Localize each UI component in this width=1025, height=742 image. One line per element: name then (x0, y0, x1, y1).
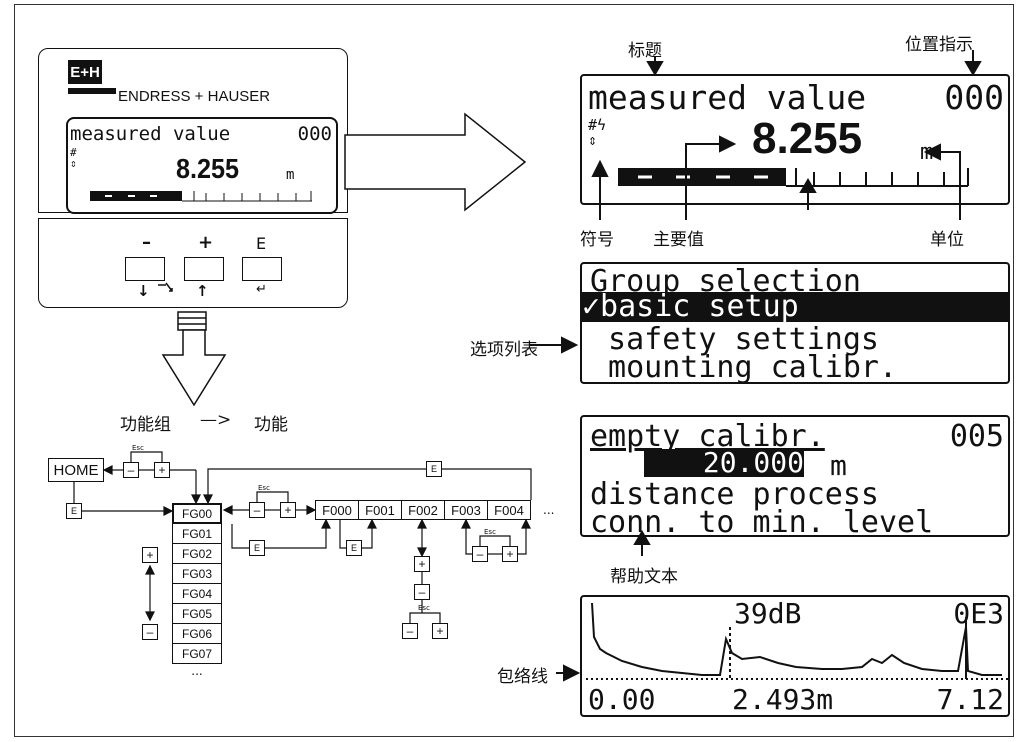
val-plus-key[interactable]: + (414, 556, 430, 572)
label-main-value: 主要值 (653, 230, 704, 250)
home-symbols: #ϟ ⇕ (588, 116, 607, 149)
group-item[interactable]: FG05 (172, 603, 222, 624)
minus-key[interactable] (125, 257, 165, 281)
fg-esc-label: Esc (258, 484, 270, 492)
home-plus-key[interactable]: + (154, 462, 170, 478)
home-minus-key[interactable]: – (123, 462, 139, 478)
env-db: 39dB (734, 597, 802, 630)
env-x-end: 7.12 (936, 683, 1004, 716)
key-plus-label: + (198, 232, 214, 253)
label-help-text: 帮助文本 (610, 567, 678, 587)
group-list: FG00 FG01 FG02 FG03 FG04 FG05 FG06 FG07 … (172, 503, 222, 678)
label-function: 功能 (254, 415, 288, 435)
figure-frame (14, 4, 1014, 737)
func-value: 20.000 (644, 449, 804, 477)
function-item[interactable]: F004 (487, 500, 531, 520)
group-item[interactable]: FG01 (172, 523, 222, 544)
group-item[interactable]: FG02 (172, 543, 222, 564)
brand-name: ENDRESS + HAUSER (118, 88, 271, 105)
env-x-mid: 2.493m (732, 683, 834, 716)
plus-key[interactable] (184, 257, 224, 281)
f-e-key[interactable]: E (346, 540, 362, 556)
brand-logo: E+H (68, 60, 102, 84)
function-screen: empty calibr. 005 20.000 m distance proc… (580, 415, 1010, 537)
fg-minus-key[interactable]: – (249, 502, 265, 518)
label-symbol: 符号 (580, 230, 614, 250)
device-lcd-position: 000 (297, 123, 332, 145)
device-lcd-bargraph (90, 191, 312, 202)
key-minus-sub: ↓ (137, 282, 150, 300)
home-position: 000 (944, 78, 1004, 117)
func-position: 005 (949, 419, 1004, 454)
group-item[interactable]: FG06 (172, 623, 222, 644)
label-arrow: —> (200, 410, 232, 430)
label-unit: 单位 (930, 230, 964, 250)
enter-key[interactable] (242, 257, 282, 281)
fg-list-minus-key[interactable]: – (142, 624, 158, 640)
f-esc-label: Esc (484, 528, 496, 536)
key-plus-sub: ↑ (196, 282, 209, 300)
fg-list-plus-key[interactable]: + (142, 547, 158, 563)
key-minus-label: – (142, 232, 151, 253)
function-list: F000 F001 F002 F003 F004 ... (315, 500, 554, 520)
function-more: ... (543, 503, 555, 517)
val-esc-minus-key[interactable]: – (402, 623, 418, 639)
device-lcd-symbols: # ⇕ (70, 146, 77, 170)
label-position: 位置指示 (905, 35, 973, 55)
device-lcd: measured value 000 # ⇕ 8.255 m (66, 117, 338, 214)
home-esc-label: Esc (132, 444, 144, 452)
brand-underline (68, 88, 116, 94)
key-e-sub: ↵ (256, 282, 267, 297)
device-lcd-value: 8.255 (176, 153, 240, 184)
group-line-4: mounting calibr. (590, 350, 898, 384)
function-item[interactable]: F002 (401, 500, 445, 520)
big-right-arrow (344, 112, 527, 212)
func-unit: m (830, 449, 847, 482)
function-item[interactable]: F001 (358, 500, 402, 520)
label-option-list: 选项列表 (470, 340, 538, 360)
home-bargraph (618, 168, 969, 187)
home-screen: measured value 000 #ϟ ⇕ 8.255 m (580, 74, 1010, 205)
label-title: 标题 (628, 41, 662, 61)
fg-e-key[interactable]: E (249, 540, 265, 556)
f-minus-key[interactable]: – (472, 546, 488, 562)
home-value: 8.255 (752, 114, 863, 163)
func-line-4: conn. to min. level (590, 505, 934, 537)
group-item[interactable]: FG04 (172, 583, 222, 604)
val-esc-plus-key[interactable]: + (432, 623, 448, 639)
group-selection-screen: Group selection ✓basic setup safety sett… (580, 262, 1010, 384)
top-e-key[interactable]: E (426, 461, 442, 477)
key-e-label: E (256, 234, 267, 253)
device-lcd-unit: m (286, 167, 295, 183)
func-line-1: empty calibr. (590, 419, 825, 454)
group-more: ... (191, 664, 203, 678)
brand-mark-text: E+H (70, 63, 100, 81)
env-x-start: 0.00 (588, 683, 656, 716)
envelope-screen: 39dB 0E3 0.00 2.493m 7.12 (580, 595, 1010, 717)
label-func-group: 功能组 (120, 415, 171, 435)
func-line-3: distance process (590, 477, 879, 512)
group-item[interactable]: FG07 (172, 643, 222, 664)
env-code: 0E3 (953, 597, 1004, 630)
val-esc-label: Esc (418, 604, 430, 612)
f-plus-key[interactable]: + (502, 546, 518, 562)
home-box[interactable]: HOME (48, 458, 104, 482)
val-minus-key[interactable]: – (414, 584, 430, 600)
device-lcd-title: measured value (70, 123, 231, 145)
group-line-3: safety settings (590, 322, 879, 357)
home-e-key[interactable]: E (66, 503, 82, 519)
label-envelope: 包络线 (497, 667, 548, 687)
home-title: measured value (588, 78, 867, 117)
group-line-2: ✓basic setup (582, 292, 1008, 322)
fg-plus-key[interactable]: + (280, 502, 296, 518)
envelope-curve (586, 602, 1008, 681)
